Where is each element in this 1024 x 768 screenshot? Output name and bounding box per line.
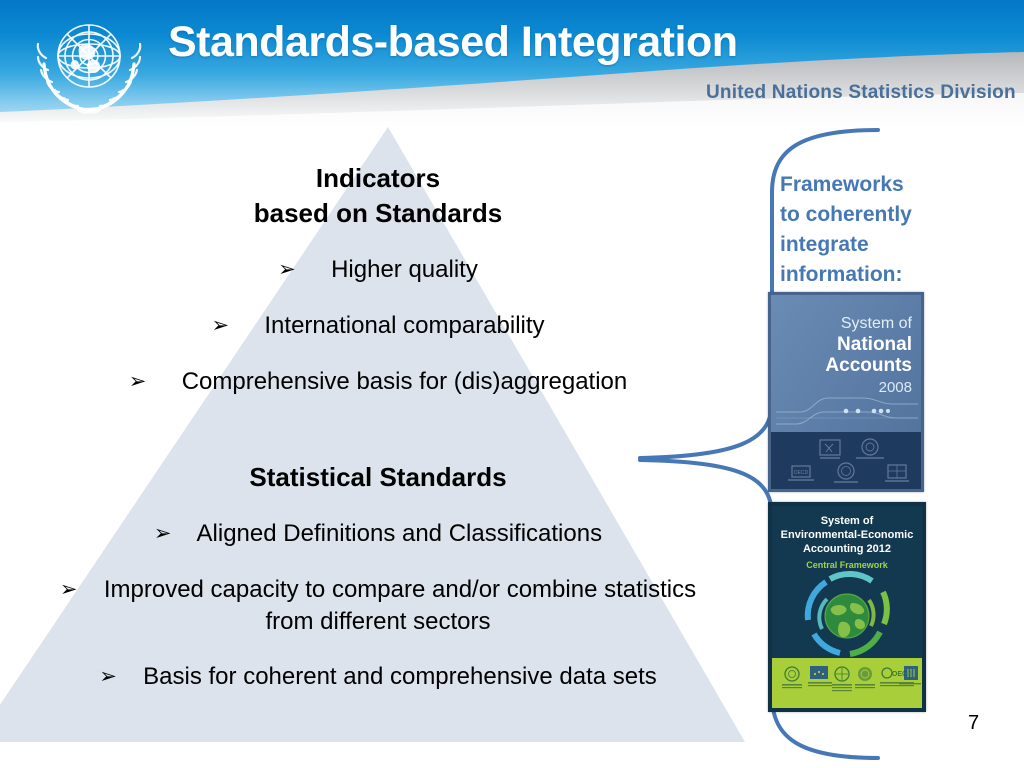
bullet-arrow-icon: ➢: [128, 369, 147, 393]
frameworks-line-4: information:: [780, 263, 903, 286]
svg-text:System of: System of: [821, 515, 874, 527]
svg-text:Accounting 2012: Accounting 2012: [803, 543, 891, 555]
frameworks-line-2: to coherently: [780, 203, 912, 226]
pyramid-upper-heading-line2: based on Standards: [253, 198, 503, 228]
bullet-text: Higher quality: [331, 256, 478, 283]
bullet-text: Comprehensive basis for (dis)aggregation: [181, 368, 628, 395]
pyramid-lower-heading: Statistical Standards: [249, 462, 507, 492]
svg-text:Central Framework: Central Framework: [806, 560, 889, 570]
bullet-arrow-icon: ➢: [99, 664, 117, 688]
bullet-arrow-icon: ➢: [59, 577, 78, 601]
slide-header: Standards-based Integration United Natio…: [0, 0, 1024, 128]
bullet-text: International comparability: [264, 312, 545, 339]
pyramid-upper-heading-line1: Indicators: [315, 163, 441, 193]
header-subtitle: United Nations Statistics Division: [706, 82, 1016, 103]
frameworks-line-1: Frameworks: [780, 173, 904, 196]
book-cover-seea-2012[interactable]: System of Environmental-Economic Account…: [768, 502, 926, 712]
svg-text:OECD: OECD: [794, 470, 809, 476]
book-cover-sna-2008[interactable]: System of National Accounts 2008 OECD: [768, 292, 924, 492]
svg-text:Accounts: Accounts: [825, 355, 912, 376]
svg-text:Environmental-Economic: Environmental-Economic: [781, 529, 914, 541]
pyramid-bullet-comprehensive-basis: ➢ Comprehensive basis for (dis)aggregati…: [0, 368, 756, 396]
svg-text:OECD: OECD: [892, 671, 912, 678]
frameworks-label: Frameworks to coherently integrate infor…: [780, 170, 980, 290]
pyramid-bullet-improved-capacity: ➢ Improved capacity to compare and/or co…: [0, 576, 756, 604]
pyramid-bullet-international-comparability: ➢ International comparability: [0, 312, 756, 340]
bullet-text: Aligned Definitions and Classifications: [196, 520, 603, 547]
pyramid-bullet-improved-capacity-cont: from different sectors: [265, 608, 491, 635]
svg-text:2008: 2008: [879, 379, 912, 396]
bullet-text: Basis for coherent and comprehensive dat…: [143, 663, 657, 690]
svg-text:System of: System of: [841, 315, 913, 332]
bullet-arrow-icon: ➢: [153, 521, 172, 545]
bullet-arrow-icon: ➢: [278, 257, 296, 281]
pyramid-bullet-higher-quality: ➢ Higher quality: [0, 256, 756, 284]
pyramid-shape: [0, 127, 745, 742]
svg-text:National: National: [837, 334, 912, 355]
bullet-arrow-icon: ➢: [211, 313, 230, 337]
pyramid-bullet-aligned-definitions: ➢ Aligned Definitions and Classification…: [0, 520, 756, 548]
header-background: [0, 0, 1024, 128]
frameworks-line-3: integrate: [780, 233, 869, 256]
bullet-text: Improved capacity to compare and/or comb…: [103, 576, 697, 603]
pyramid-bullet-basis-coherent: ➢ Basis for coherent and comprehensive d…: [0, 663, 756, 691]
page-title: Standards-based Integration: [168, 18, 738, 66]
un-emblem-icon: [36, 24, 142, 114]
page-number: 7: [968, 712, 980, 734]
